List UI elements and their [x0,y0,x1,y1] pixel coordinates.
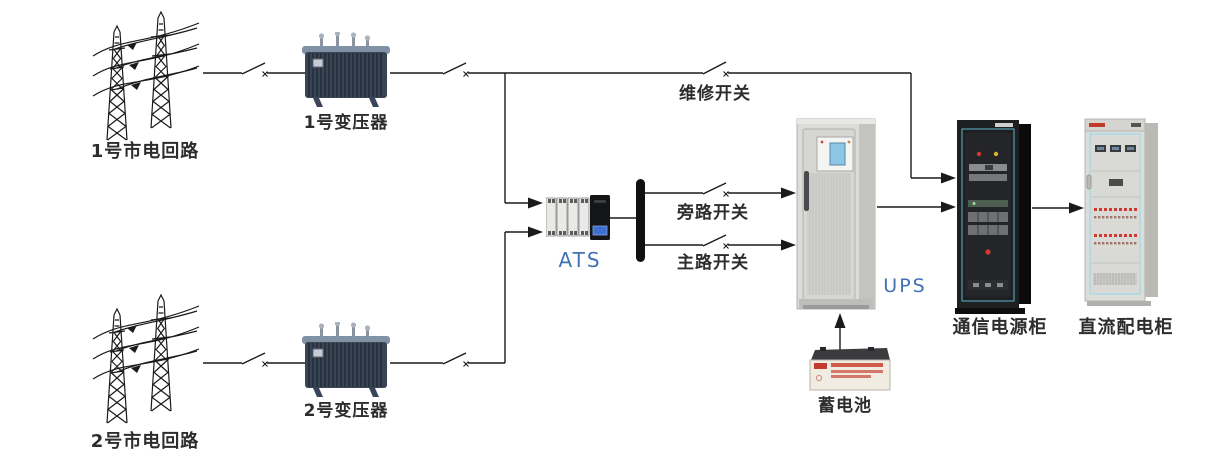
switch-blade-transformer1 [442,62,467,75]
arrow-to-dc-cabinet [1069,202,1084,214]
busbar [636,179,645,262]
switch-blade-bypass [702,182,727,195]
wire-transformer1-out [390,72,941,179]
switch-blade-main [702,234,727,247]
label-bypass-switch: 旁路开关 [677,203,749,223]
label-battery: 蓄电池 [818,396,872,416]
wire-transformer2-out [390,231,528,364]
switch-xmark-bypass [723,191,729,197]
label-dc-distribution-cabinet: 直流配电柜 [1078,317,1174,338]
dc-distribution-cabinet-image [1084,118,1158,306]
switch-blade-circuit1 [241,62,266,75]
label-ats: ATS [558,248,602,272]
battery-image [809,347,891,391]
switch-xmark-transformer1 [463,71,469,77]
arrow-battery-to-ups [834,313,846,328]
label-comm-power-cabinet: 通信电源柜 [952,317,1048,338]
wire-ats-input1 [504,73,528,204]
transformer-1-image [301,32,391,108]
label-transformer2: 2号变压器 [303,401,389,421]
switch-xmark-maintenance [723,71,729,77]
comm-power-cabinet-image [955,120,1031,314]
switch-xmark-main [723,243,729,249]
utility-tower-1-image [92,11,200,141]
arrow-bypass-to-ups [781,187,796,199]
label-ups: UPS [883,275,927,297]
label-transformer1: 1号变压器 [303,113,389,133]
switch-xmark-transformer2 [463,361,469,367]
label-main-switch: 主路开关 [677,253,749,273]
switch-blade-maintenance [702,61,727,75]
switch-xmark-circuit1 [262,71,268,77]
arrow-ats-input1 [528,197,543,209]
arrow-maintenance-to-cabinet [941,172,956,184]
switch-blade-circuit2 [241,352,266,365]
utility-tower-2-image [92,294,200,424]
arrow-ats-input2 [528,226,543,238]
arrow-main-to-ups [781,239,796,251]
switch-xmark-circuit2 [262,361,268,367]
transformer-2-image [301,322,391,398]
label-maintenance-switch: 维修开关 [679,84,751,104]
arrow-ups-to-cabinet [941,201,956,213]
ups-image [796,118,876,310]
switch-blade-transformer2 [442,352,467,365]
ats-image [546,195,610,240]
label-circuit2: 2号市电回路 [90,431,200,452]
label-circuit1: 1号市电回路 [90,141,200,162]
